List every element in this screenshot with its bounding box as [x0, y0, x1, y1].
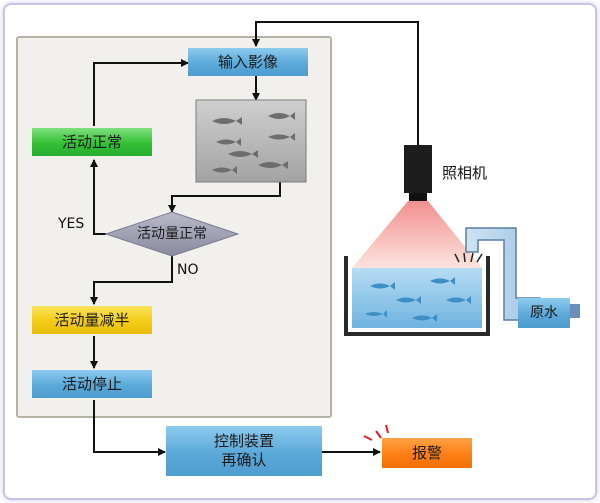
- camera-label: 照相机: [442, 164, 488, 182]
- decision-label-box: 活动量正常: [112, 224, 232, 244]
- arrow-no-to-halved: [90, 256, 173, 305]
- node-activity-halved: 活动量减半: [32, 306, 152, 334]
- fish-icon: [365, 310, 387, 318]
- no-label: NO: [177, 262, 199, 278]
- arrow-normal-to-input: [93, 59, 189, 126]
- node-input-image-label: 输入影像: [217, 52, 278, 71]
- fish-icon: [268, 112, 295, 120]
- fish-icon: [412, 314, 437, 322]
- fish-icon: [228, 150, 258, 158]
- node-control-line1: 控制装置: [213, 432, 274, 450]
- fish-icon: [430, 277, 455, 285]
- node-alarm: 报警: [382, 438, 472, 468]
- fish-image-panel: [195, 99, 307, 183]
- tank-frame: [344, 256, 490, 336]
- fish-icon: [268, 133, 295, 141]
- node-control-recheck: 控制装置 再确认: [166, 426, 322, 476]
- fish-icon: [216, 138, 241, 146]
- fish-icon: [396, 296, 421, 304]
- node-control-recheck-text: 控制装置 再确认: [214, 432, 274, 470]
- node-activity-normal: 活动正常: [32, 128, 152, 156]
- node-control-line2: 再确认: [221, 451, 267, 469]
- arrow-yes-to-normal: [90, 159, 106, 235]
- yes-label: YES: [58, 216, 85, 232]
- node-activity-halved-label: 活动量减半: [54, 310, 130, 329]
- node-input-image: 输入影像: [188, 48, 308, 76]
- fish-icon: [212, 117, 242, 125]
- node-activity-stopped-label: 活动停止: [61, 374, 122, 393]
- node-activity-normal-label: 活动正常: [61, 132, 122, 151]
- camera-cable: [252, 21, 419, 145]
- fish-icon: [370, 282, 395, 290]
- fish-icon: [212, 166, 237, 174]
- raw-water-box: 原水: [518, 298, 570, 328]
- camera-icon: [404, 145, 432, 201]
- fish-icon: [258, 161, 288, 169]
- node-activity-stopped: 活动停止: [32, 370, 152, 398]
- arrow-stopped-to-control: [93, 400, 166, 456]
- decision-diamond: [104, 211, 240, 257]
- decision-label: 活动量正常: [137, 225, 207, 242]
- arrow-image-to-decision: [168, 182, 281, 213]
- node-alarm-label: 报警: [411, 443, 442, 462]
- camera-view-cone: [352, 201, 482, 268]
- alarm-burst-icon: [363, 424, 389, 441]
- raw-water-label: 原水: [530, 304, 558, 321]
- fish-icon: [446, 296, 471, 304]
